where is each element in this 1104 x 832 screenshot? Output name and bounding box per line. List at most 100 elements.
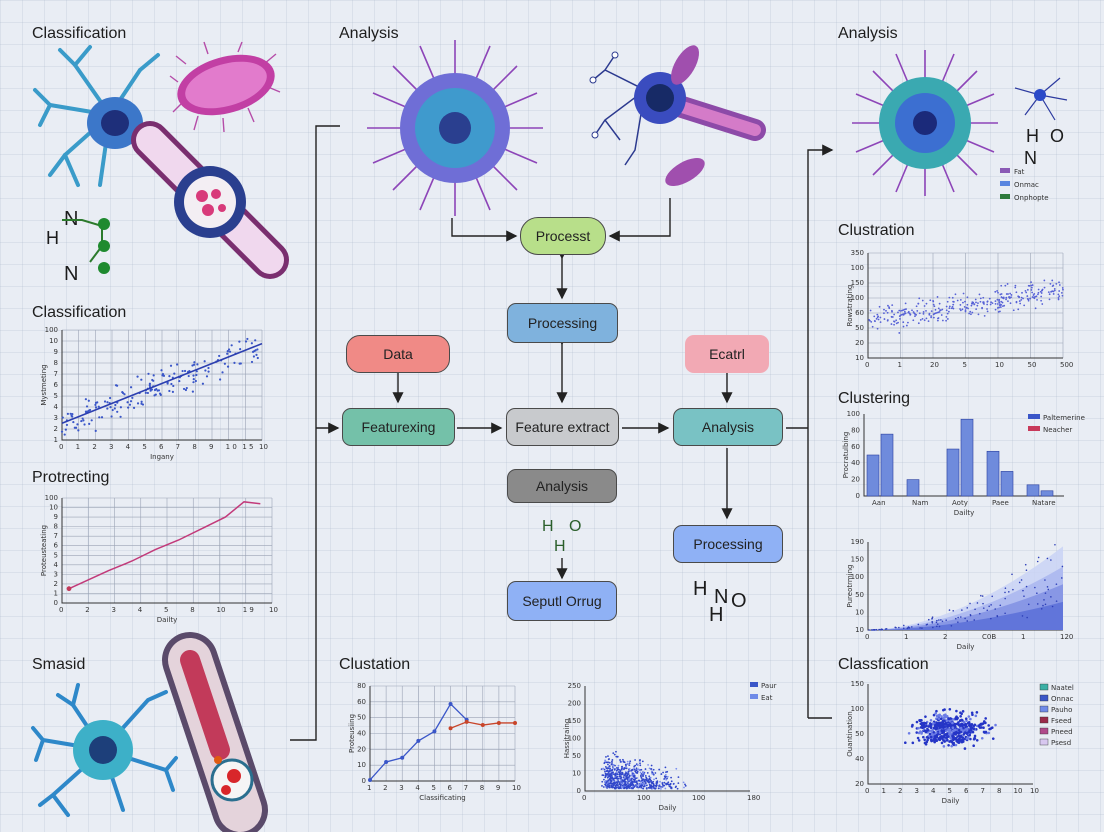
density-point [616,777,619,780]
x-tick-label: 1 9 [243,606,254,614]
density-point [644,775,647,777]
y-tick-label: 60 [357,698,366,706]
classfication-point [979,722,983,726]
density-point [633,767,635,769]
clustration-point [941,319,944,322]
area-point [936,623,939,625]
y-tick-label: 80 [357,682,366,690]
clustration-point [887,304,889,307]
classfication-point [963,747,967,750]
classfication-point [948,707,952,711]
clustation-point [448,701,453,706]
clustration-point [1014,284,1017,287]
classfication-point [949,739,953,743]
clustration-point [893,323,895,326]
density-point [648,777,651,780]
axis-lines [867,684,1033,785]
scatter-point [136,375,139,378]
clustration-point [886,319,889,322]
clustration-point [1021,291,1023,294]
classfication-point [917,739,921,742]
clustration-point [937,307,940,310]
clustration-point [903,310,906,313]
y-tick-label: 50 [855,730,864,738]
scatter-point [154,393,157,396]
clustration-point [1007,300,1009,302]
clustration-point [1058,295,1061,298]
clustration-point [934,308,937,311]
classfication-point [952,735,955,739]
legend-swatch [1039,694,1049,702]
clustration-point [885,309,887,312]
analysis-node[interactable]: Analysis [673,408,783,446]
x-axis-label: Ingany [150,453,174,461]
clustration-point [945,316,948,318]
scatter-point [166,382,169,385]
clustration-point [1040,295,1043,298]
classfication-point [940,741,944,745]
scatter-point [88,408,92,412]
clustration-point [923,305,926,307]
clustration-point [1017,308,1020,311]
scatter-point [254,339,257,342]
y-tick-label: 7 [54,532,58,540]
clustration-point [904,302,907,305]
density-point [628,779,630,781]
x-tick-label: 4 [415,784,420,792]
classfication-point [926,738,929,742]
clustration-point [986,310,989,313]
scatter-point [123,393,126,396]
clustration-point [929,299,932,302]
density-point [635,771,638,774]
legend-swatch [1039,727,1049,735]
classfication-point [969,737,972,741]
processt-node[interactable]: Processt [520,217,606,255]
classfication-point [929,735,933,739]
scatter-point [162,374,166,377]
feature-extract-node[interactable]: Feature extract [506,408,619,446]
x-tick-label: 6 [159,443,164,451]
area-point [932,626,934,629]
classfication-point [940,729,944,732]
area-point [1050,559,1052,561]
x-tick-label: 180 [747,794,760,802]
clustration-point [1014,286,1017,289]
density-point [670,780,673,783]
density-point [658,768,661,771]
neuron-icon-bottom [31,683,178,817]
classfication-point [950,744,953,748]
scatter-point [149,389,152,392]
clustration-point [982,296,985,299]
clustration-point [895,319,898,322]
x-tick-label: 9 [496,784,500,792]
classfication-point [922,725,925,729]
density-point [641,779,644,782]
density-point [640,772,643,775]
density-point [619,780,622,782]
processing-node-right[interactable]: Processing [673,525,783,563]
y-tick-label: 50 [572,752,581,760]
classfication-point [954,736,958,740]
data-node[interactable]: Data [346,335,450,373]
section-title-classification-2: Classification [32,304,127,321]
seputl-orrug-node[interactable]: Seputl Orrug [507,581,617,621]
scatter-point [250,342,253,345]
analysis-node-gray[interactable]: Analysis [507,469,617,503]
density-point [625,765,627,767]
clustration-point [964,310,967,313]
ecatrl-node[interactable]: Ecatrl [685,335,769,373]
processing-node-top[interactable]: Processing [507,303,618,343]
density-point [653,778,655,781]
clustation-point [368,777,372,782]
featurexing-node[interactable]: Featurexing [342,408,455,446]
scatter-point [160,369,163,372]
classfication-point [984,717,987,720]
classfication-point [958,719,962,723]
x-tick-label: 6 [964,787,969,795]
clustration-point [1037,293,1039,296]
clustration-point [946,312,949,315]
classfication-point [932,713,936,717]
clustration-point [1058,290,1061,292]
classfication-point [916,736,920,740]
